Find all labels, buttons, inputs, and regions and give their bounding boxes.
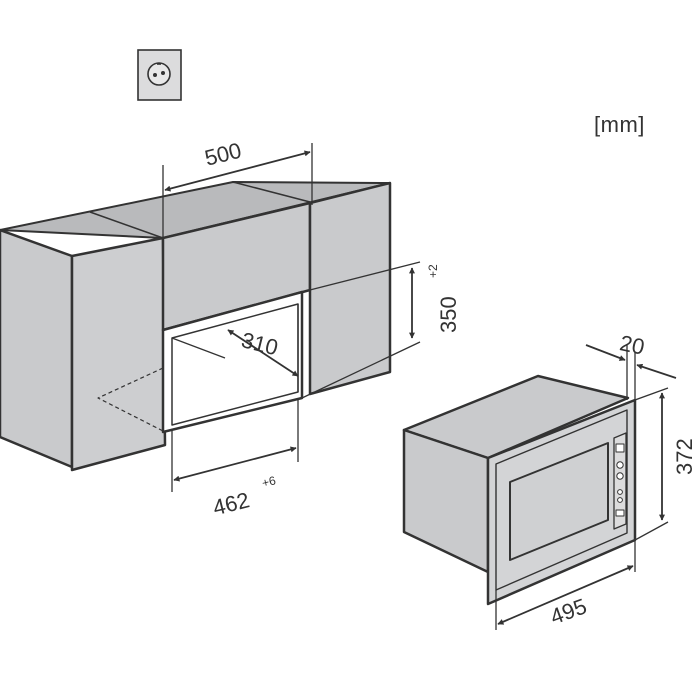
dimension-label-350: 350	[436, 296, 461, 333]
unit-label: [mm]	[594, 112, 645, 137]
dimension-label-372: 372	[672, 438, 697, 475]
dimension-tolerance-462: +6	[260, 473, 277, 490]
control-panel	[613, 432, 627, 530]
dimension-appliance-height: 372	[634, 387, 697, 541]
dimension-niche-height: 350 +2	[301, 261, 461, 399]
microwave-appliance	[402, 374, 637, 606]
dimension-label-495: 495	[547, 593, 590, 629]
dimension-label-20: 20	[618, 330, 647, 360]
dimension-label-462: 462	[210, 487, 252, 520]
dimension-label-500: 500	[202, 138, 244, 171]
dimension-tolerance-350: +2	[426, 264, 440, 278]
dimension-frame-depth: 20	[585, 330, 677, 400]
cabinet	[0, 181, 392, 472]
power-socket-icon	[137, 49, 182, 101]
